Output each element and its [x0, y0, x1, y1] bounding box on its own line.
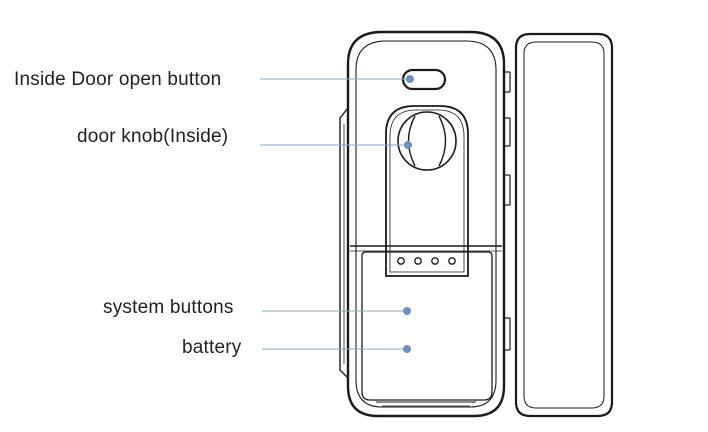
system-buttons-row: [397, 257, 456, 265]
system-button-1: [397, 257, 405, 265]
system-button-3: [431, 257, 439, 265]
callout-battery: [262, 345, 411, 353]
label-battery: battery: [182, 337, 242, 358]
lock-side-panel: [339, 107, 349, 379]
label-open-button: Inside Door open button: [14, 69, 221, 90]
lock-body: [339, 30, 511, 418]
label-door-knob: door knob(Inside): [77, 126, 228, 147]
callout-dot: [406, 75, 414, 83]
callout-dot: [404, 141, 412, 149]
door-knob-shape: [397, 111, 457, 171]
system-button-2: [414, 257, 422, 265]
callout-dot: [403, 307, 411, 315]
knob-housing: [385, 105, 469, 277]
callout-open-button: [260, 75, 414, 83]
callout-dot: [403, 345, 411, 353]
callout-door-knob: [260, 141, 412, 149]
battery-cover: [361, 251, 493, 401]
strike-plate: [514, 32, 614, 418]
lock-body-inner: [355, 40, 497, 408]
label-system-buttons: system buttons: [103, 297, 234, 318]
system-button-4: [448, 257, 456, 265]
lock-body-outer: [346, 30, 506, 418]
callout-system-buttons: [262, 307, 411, 315]
